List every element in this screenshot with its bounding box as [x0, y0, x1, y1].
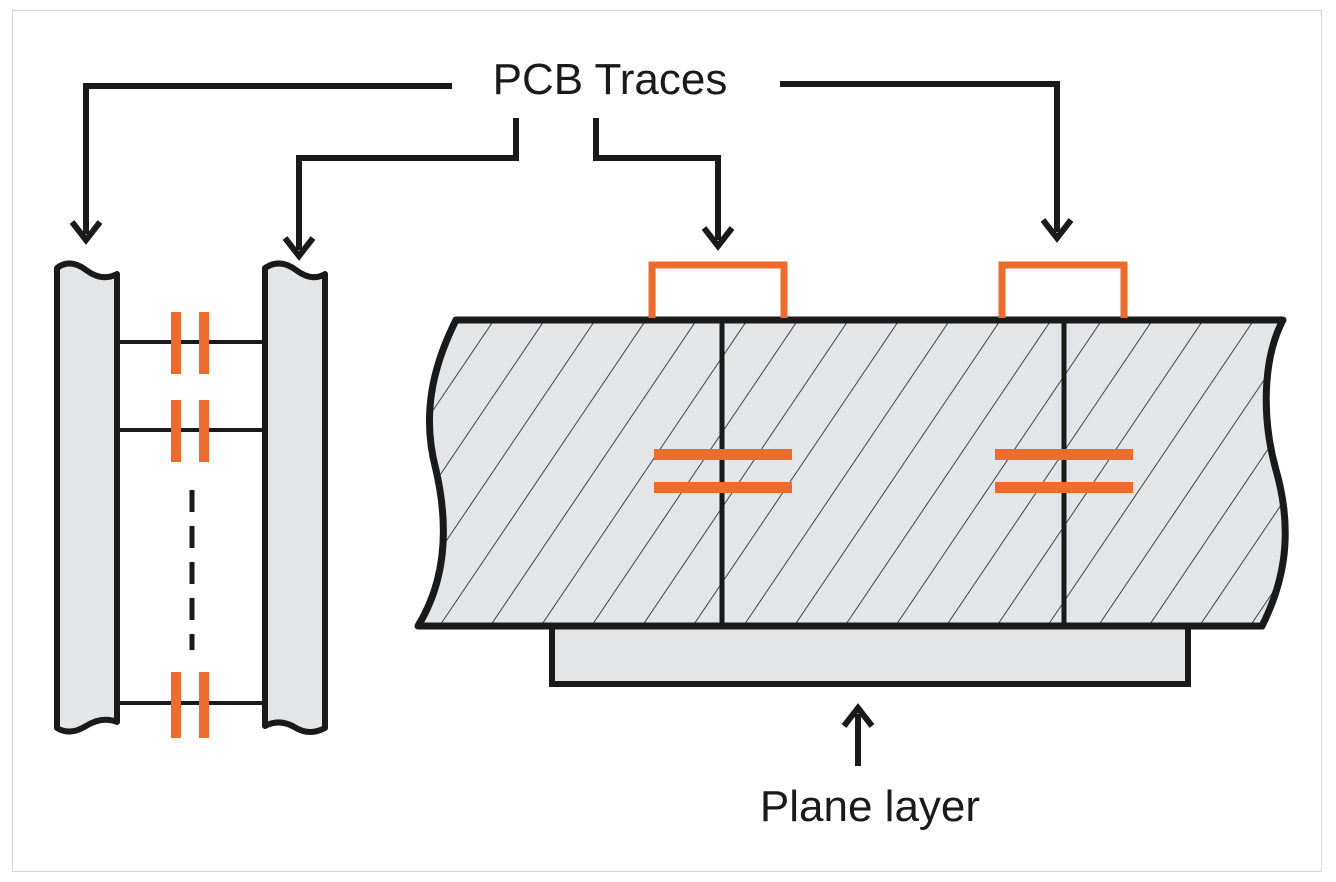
- trace-left: [54, 260, 120, 735]
- plane-layer-label: Plane layer: [760, 782, 980, 831]
- leader-arrow-right-trace-b: [780, 81, 1060, 232]
- top-trace-b: [998, 261, 1128, 318]
- arrowheads: [69, 218, 1074, 261]
- side-view-traces: [54, 260, 328, 738]
- coupling-capacitors: [171, 312, 209, 738]
- arrowhead-up-icon: [841, 703, 875, 728]
- leader-arrow-left-trace-b: [296, 118, 519, 250]
- leader-arrow-left-trace-a: [83, 83, 452, 234]
- arrowhead-icon: [69, 220, 103, 245]
- top-traces: [648, 261, 1128, 318]
- arrowhead-icon: [1040, 218, 1074, 243]
- plane-capacitors: [654, 449, 1133, 493]
- top-trace-a: [648, 261, 788, 318]
- field-lines: [719, 322, 1067, 624]
- cross-section-view: [414, 261, 1289, 687]
- leader-lines: [83, 81, 1060, 250]
- leader-arrow-right-trace-a: [593, 118, 721, 240]
- plane-layer-arrow: [841, 703, 875, 766]
- coupling-wires: [116, 340, 266, 705]
- trace-right: [262, 260, 328, 735]
- board-hatching: [414, 316, 1289, 630]
- plane-layer: [549, 623, 1191, 687]
- arrowhead-icon: [282, 236, 316, 261]
- arrowhead-icon: [701, 226, 735, 251]
- pcb-traces-label: PCB Traces: [493, 55, 728, 104]
